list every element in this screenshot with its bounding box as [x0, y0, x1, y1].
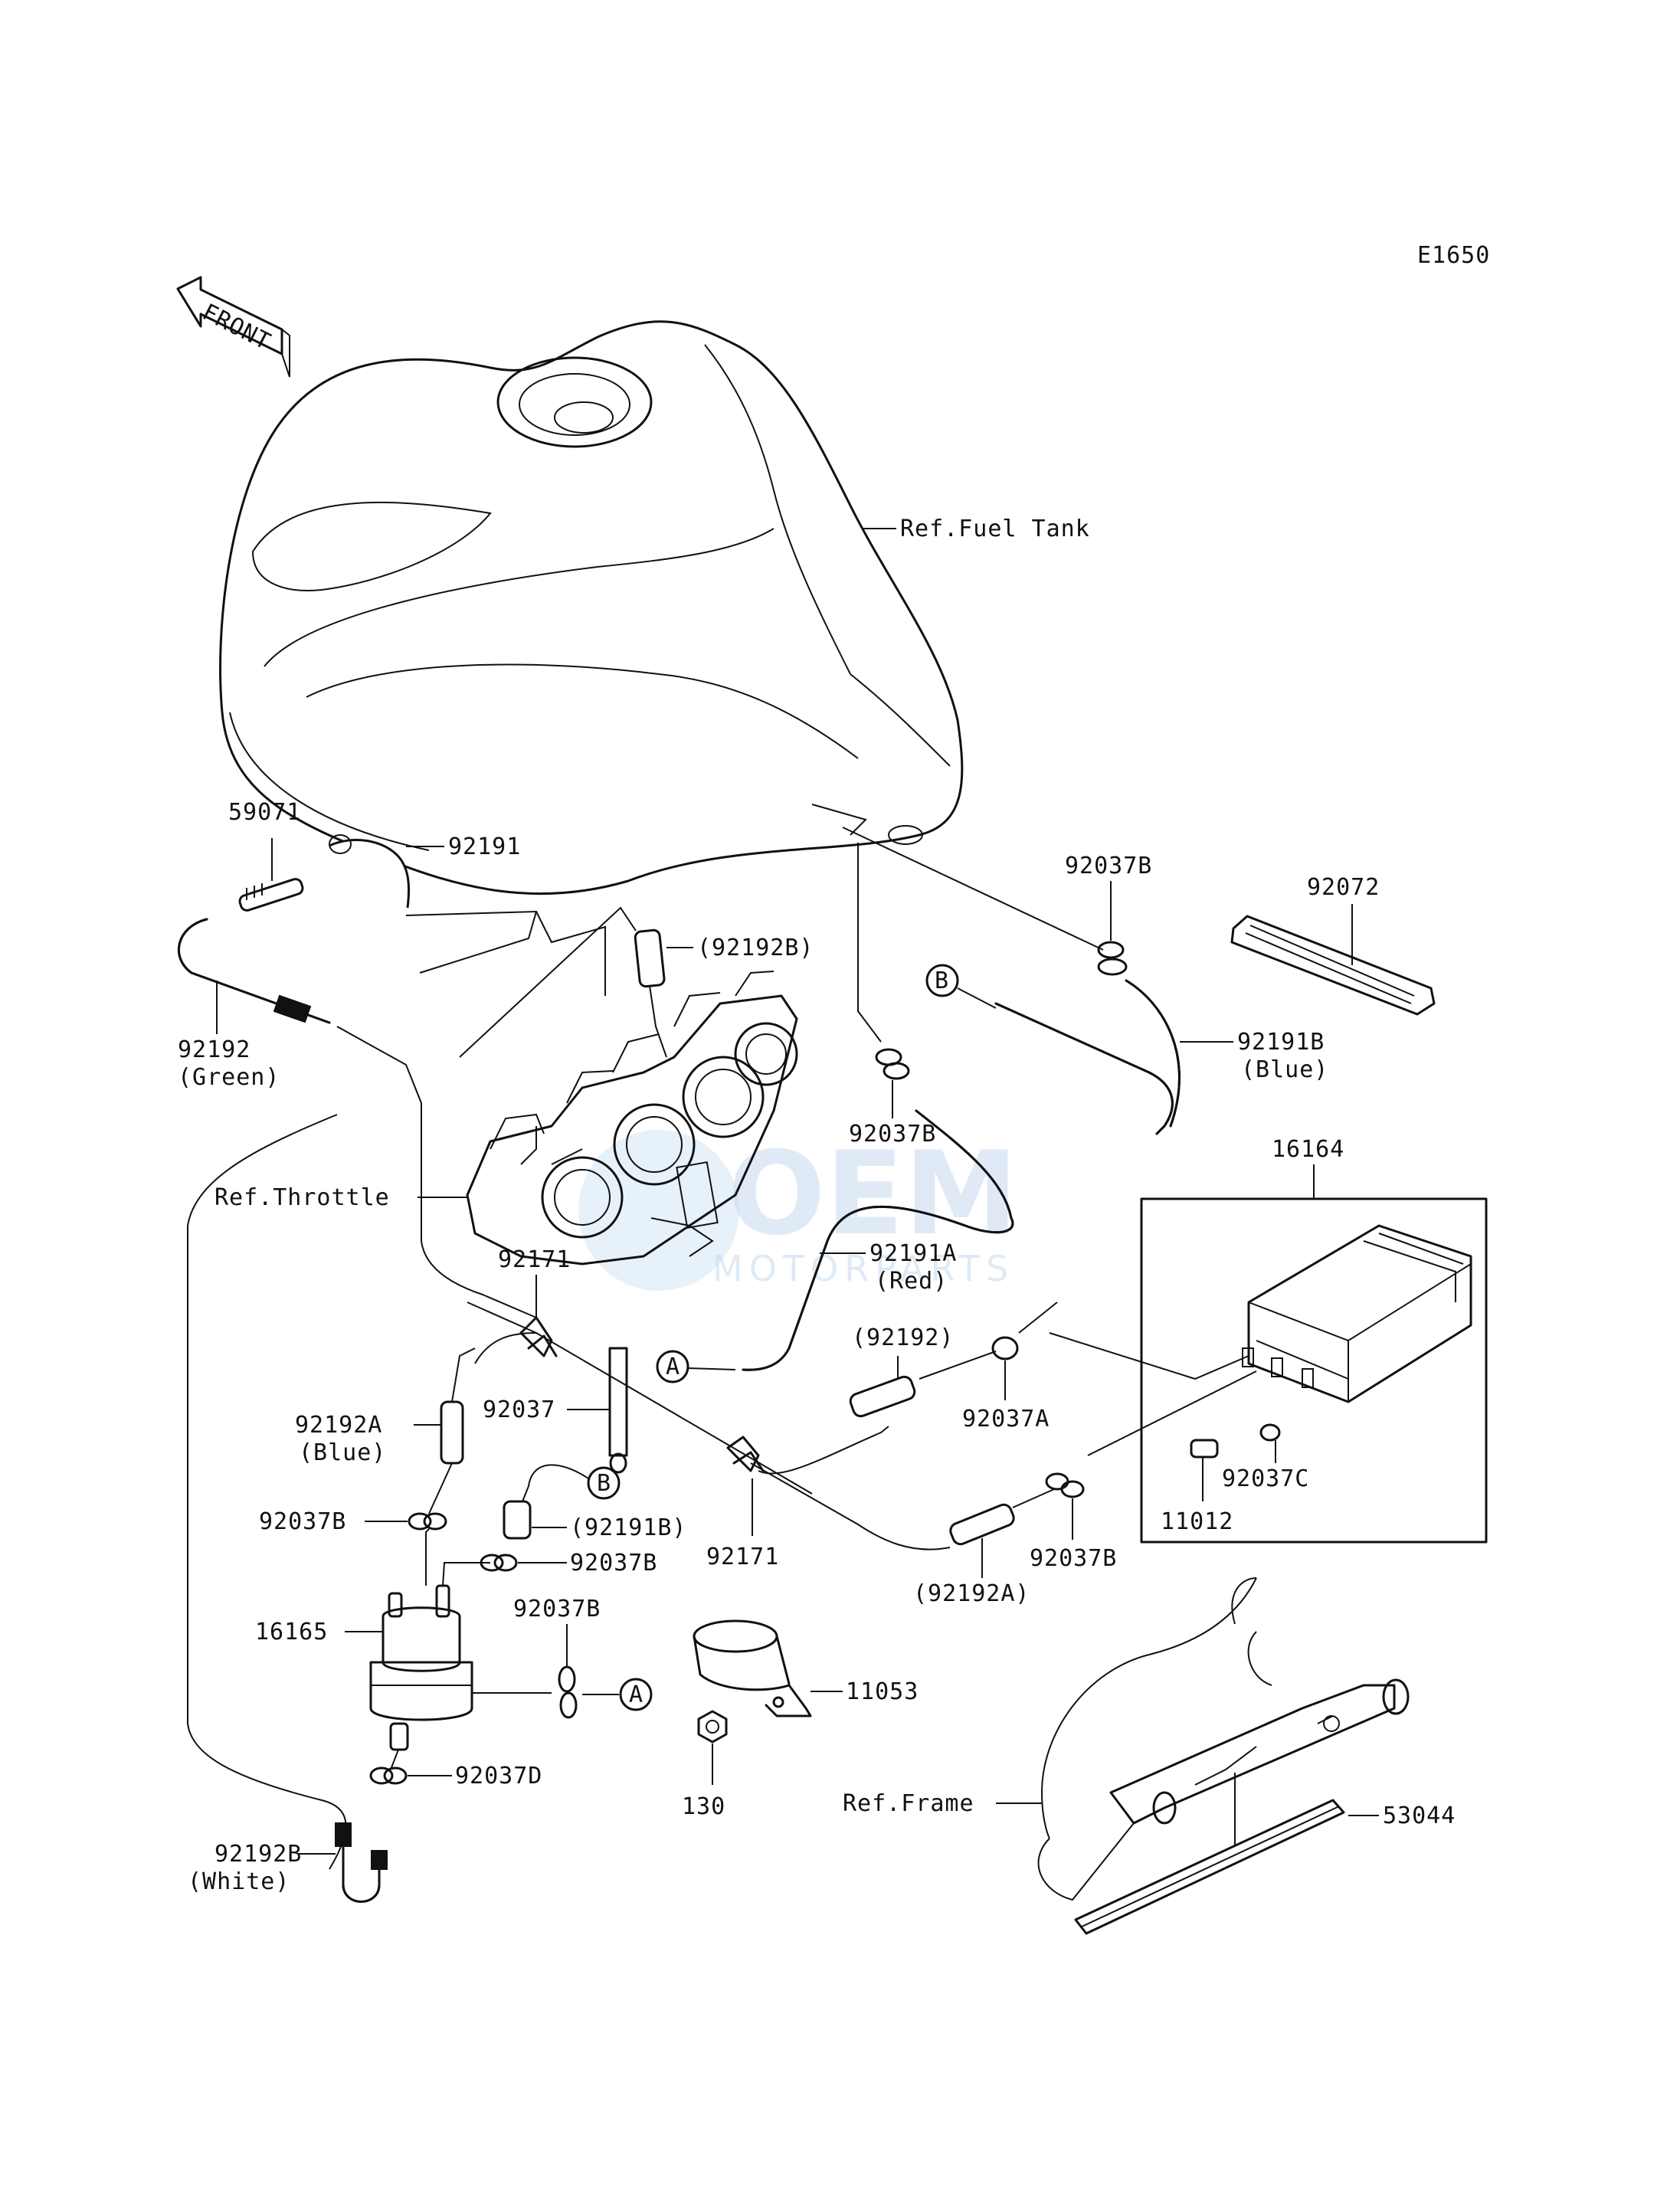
label-130: 130 [682, 1793, 725, 1820]
label-92191b-blue: (Blue) [1241, 1056, 1328, 1083]
clamp-92171-top [519, 1316, 558, 1357]
label-92037b-left: 92037B [259, 1508, 346, 1535]
label-92192b: 92192B [215, 1841, 302, 1868]
clip-92037c [1259, 1423, 1281, 1442]
callout-b-low: B [587, 1466, 621, 1500]
callout-b-top: B [925, 964, 959, 997]
strip-53044 [1074, 1799, 1345, 1935]
label-92192b-white: (White) [188, 1868, 290, 1895]
label-92192b-paren: (92192B) [697, 935, 814, 961]
clip-92037b-top [1097, 941, 1128, 976]
label-92192a: 92192A [295, 1412, 382, 1439]
ref-frame-label: Ref.Frame [843, 1790, 974, 1817]
label-92037: 92037 [483, 1396, 555, 1423]
label-16164: 16164 [1272, 1136, 1344, 1163]
label-92037b-small: 92037B [570, 1550, 657, 1577]
frame-drawing [1037, 1577, 1410, 1901]
label-92037b-mid: 92037B [849, 1121, 936, 1148]
callout-b-top-letter: B [935, 968, 949, 994]
callout-a-mid: A [656, 1350, 689, 1383]
label-92037c: 92037C [1222, 1465, 1309, 1492]
label-11053: 11053 [846, 1678, 919, 1705]
callout-a-low: A [619, 1678, 653, 1711]
clip-92037b-left [408, 1512, 447, 1531]
diagram-code: E1650 [1417, 242, 1490, 269]
callout-a-mid-letter: A [666, 1354, 680, 1380]
label-92192: 92192 [178, 1036, 251, 1063]
watermark-sub: MOTORPARTS [712, 1248, 1014, 1289]
watermark-brand: OEM [728, 1128, 1018, 1261]
label-53044: 53044 [1383, 1802, 1456, 1829]
strap-92072 [1230, 915, 1436, 1016]
label-92037b-top: 92037B [1065, 853, 1152, 879]
bracket-92037 [608, 1347, 628, 1474]
label-92192a-paren: (92192A) [913, 1580, 1030, 1607]
clip-92037a [991, 1336, 1019, 1360]
label-11012: 11012 [1161, 1508, 1233, 1535]
fuel-tank-drawing [219, 320, 964, 895]
clip-92037b-mid [875, 1048, 910, 1080]
label-92171-bot: 92171 [706, 1544, 779, 1570]
throttle-body-drawing [466, 971, 798, 1265]
label-92191b-paren: (92191B) [570, 1514, 687, 1541]
fuel-filter-16165 [369, 1584, 473, 1751]
label-92192-paren: (92192) [852, 1324, 954, 1351]
label-16165: 16165 [255, 1619, 328, 1645]
label-92037b-filter: 92037B [513, 1596, 601, 1622]
label-92191a-red: (Red) [875, 1268, 948, 1295]
fitting-59071 [238, 878, 304, 912]
clamp-92171-bot [726, 1436, 765, 1472]
clip-92037b-right [1045, 1472, 1085, 1498]
label-92072: 92072 [1307, 874, 1380, 901]
ref-throttle-label: Ref.Throttle [215, 1184, 390, 1211]
canister-drawing [1242, 1224, 1472, 1403]
clip-92037b-filter [558, 1665, 578, 1719]
watermark: OEM MOTORPARTS [578, 1128, 1018, 1291]
clip-92037d [369, 1766, 408, 1785]
label-92171-top: 92171 [498, 1246, 571, 1273]
label-92191a: 92191A [869, 1240, 957, 1267]
label-59071: 59071 [228, 799, 301, 826]
label-92037b-right: 92037B [1030, 1545, 1117, 1572]
callout-b-low-letter: B [597, 1470, 611, 1497]
label-92191: 92191 [448, 833, 521, 860]
callout-a-low-letter: A [629, 1681, 644, 1708]
label-92037d: 92037D [455, 1763, 542, 1789]
label-92191b: 92191B [1237, 1029, 1325, 1056]
ref-fuel-tank-label: Ref.Fuel Tank [900, 516, 1090, 542]
clamp-11053 [693, 1619, 812, 1717]
label-92037a: 92037A [962, 1406, 1050, 1432]
front-arrow-icon: FRONT [176, 276, 290, 378]
bolt-130 [697, 1710, 728, 1744]
label-92192-green: (Green) [178, 1064, 280, 1091]
label-92192a-blue: (Blue) [299, 1439, 386, 1466]
